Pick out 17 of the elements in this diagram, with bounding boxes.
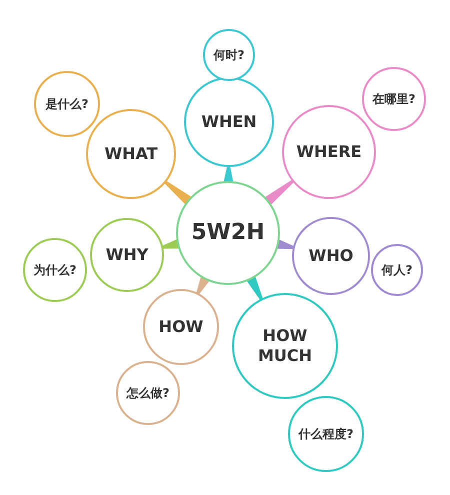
topic-label: WHERE [296,142,362,162]
question-label: 在哪里? [372,92,416,106]
question-circle [371,244,423,296]
topic-label: WHY [106,245,148,265]
question-label: 是什么? [46,96,88,112]
question-label: 什么程度? [298,426,354,442]
question-label: 何时? [214,48,244,62]
topic-label: WHAT [104,144,158,164]
topic-label: HOW MUCH [256,326,314,366]
question-circle [203,29,255,81]
question-label: 为什么? [34,262,76,278]
topic-label: 5W2H [191,219,265,247]
topic-label: WHEN [201,112,257,132]
question-label: 怎么做? [126,386,170,400]
topic-label: HOW [158,317,204,337]
question-label: 何人? [382,262,412,278]
topic-label: WHO [308,246,354,266]
